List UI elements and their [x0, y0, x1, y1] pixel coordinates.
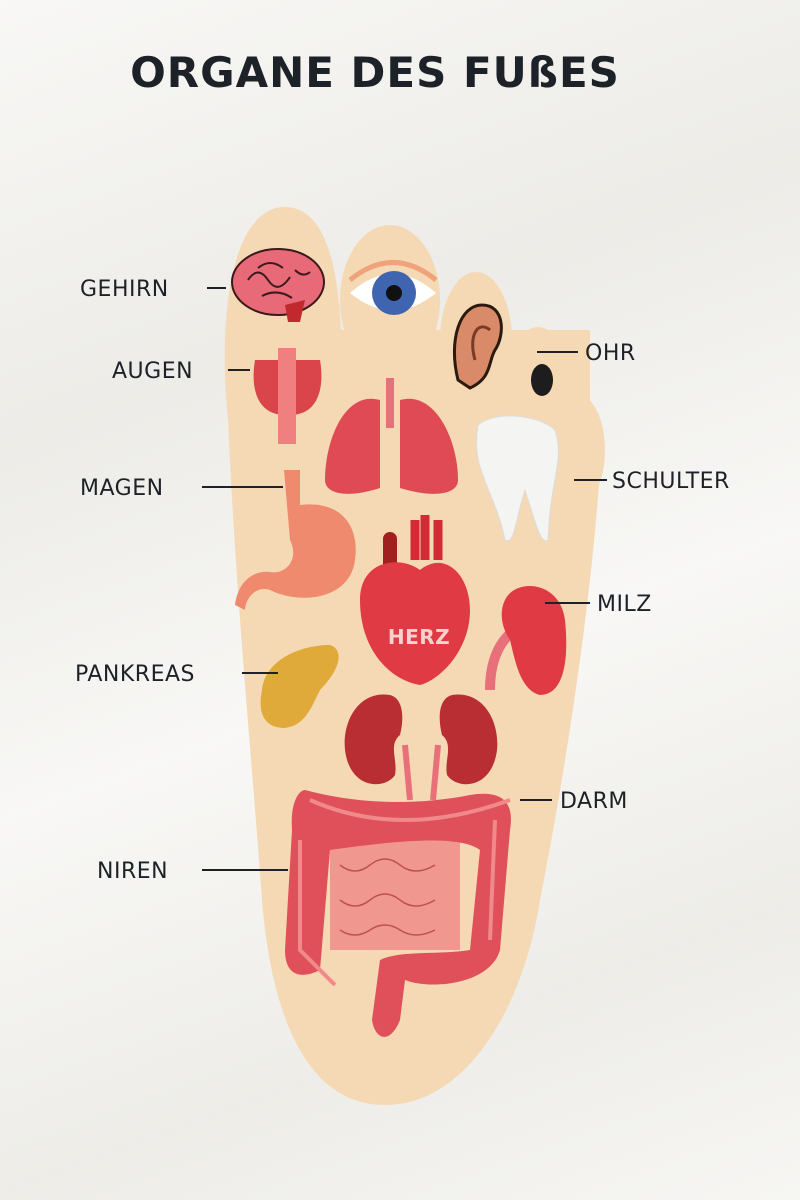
- intestines-icon: [285, 790, 511, 1037]
- pancreas-icon: [260, 645, 339, 728]
- eye-icon: [348, 260, 438, 315]
- brain-icon: [231, 248, 325, 322]
- ear-icon: [452, 303, 503, 390]
- label-magen: MAGEN: [80, 476, 164, 501]
- fourth-toe-dot: [531, 364, 553, 396]
- label-schulter: SCHULTER: [612, 469, 730, 494]
- lungs-icon: [325, 378, 458, 494]
- thyroid-icon: [253, 348, 322, 444]
- label-darm: DARM: [560, 789, 628, 814]
- tooth-icon: [476, 415, 559, 542]
- heart-label: HERZ: [388, 625, 450, 649]
- page-title: ORGANE DES FUßES: [130, 48, 620, 97]
- heart-icon: HERZ: [360, 515, 470, 685]
- label-niren: NIREN: [97, 859, 168, 884]
- kidneys-icon: [344, 694, 498, 801]
- label-augen: AUGEN: [112, 359, 193, 384]
- stomach-icon: [235, 470, 356, 610]
- spleen-icon: [485, 586, 567, 695]
- label-ohr: OHR: [585, 341, 636, 366]
- label-milz: MILZ: [597, 592, 652, 617]
- label-pankreas: PANKREAS: [75, 662, 195, 687]
- label-gehirn: GEHIRN: [80, 277, 169, 302]
